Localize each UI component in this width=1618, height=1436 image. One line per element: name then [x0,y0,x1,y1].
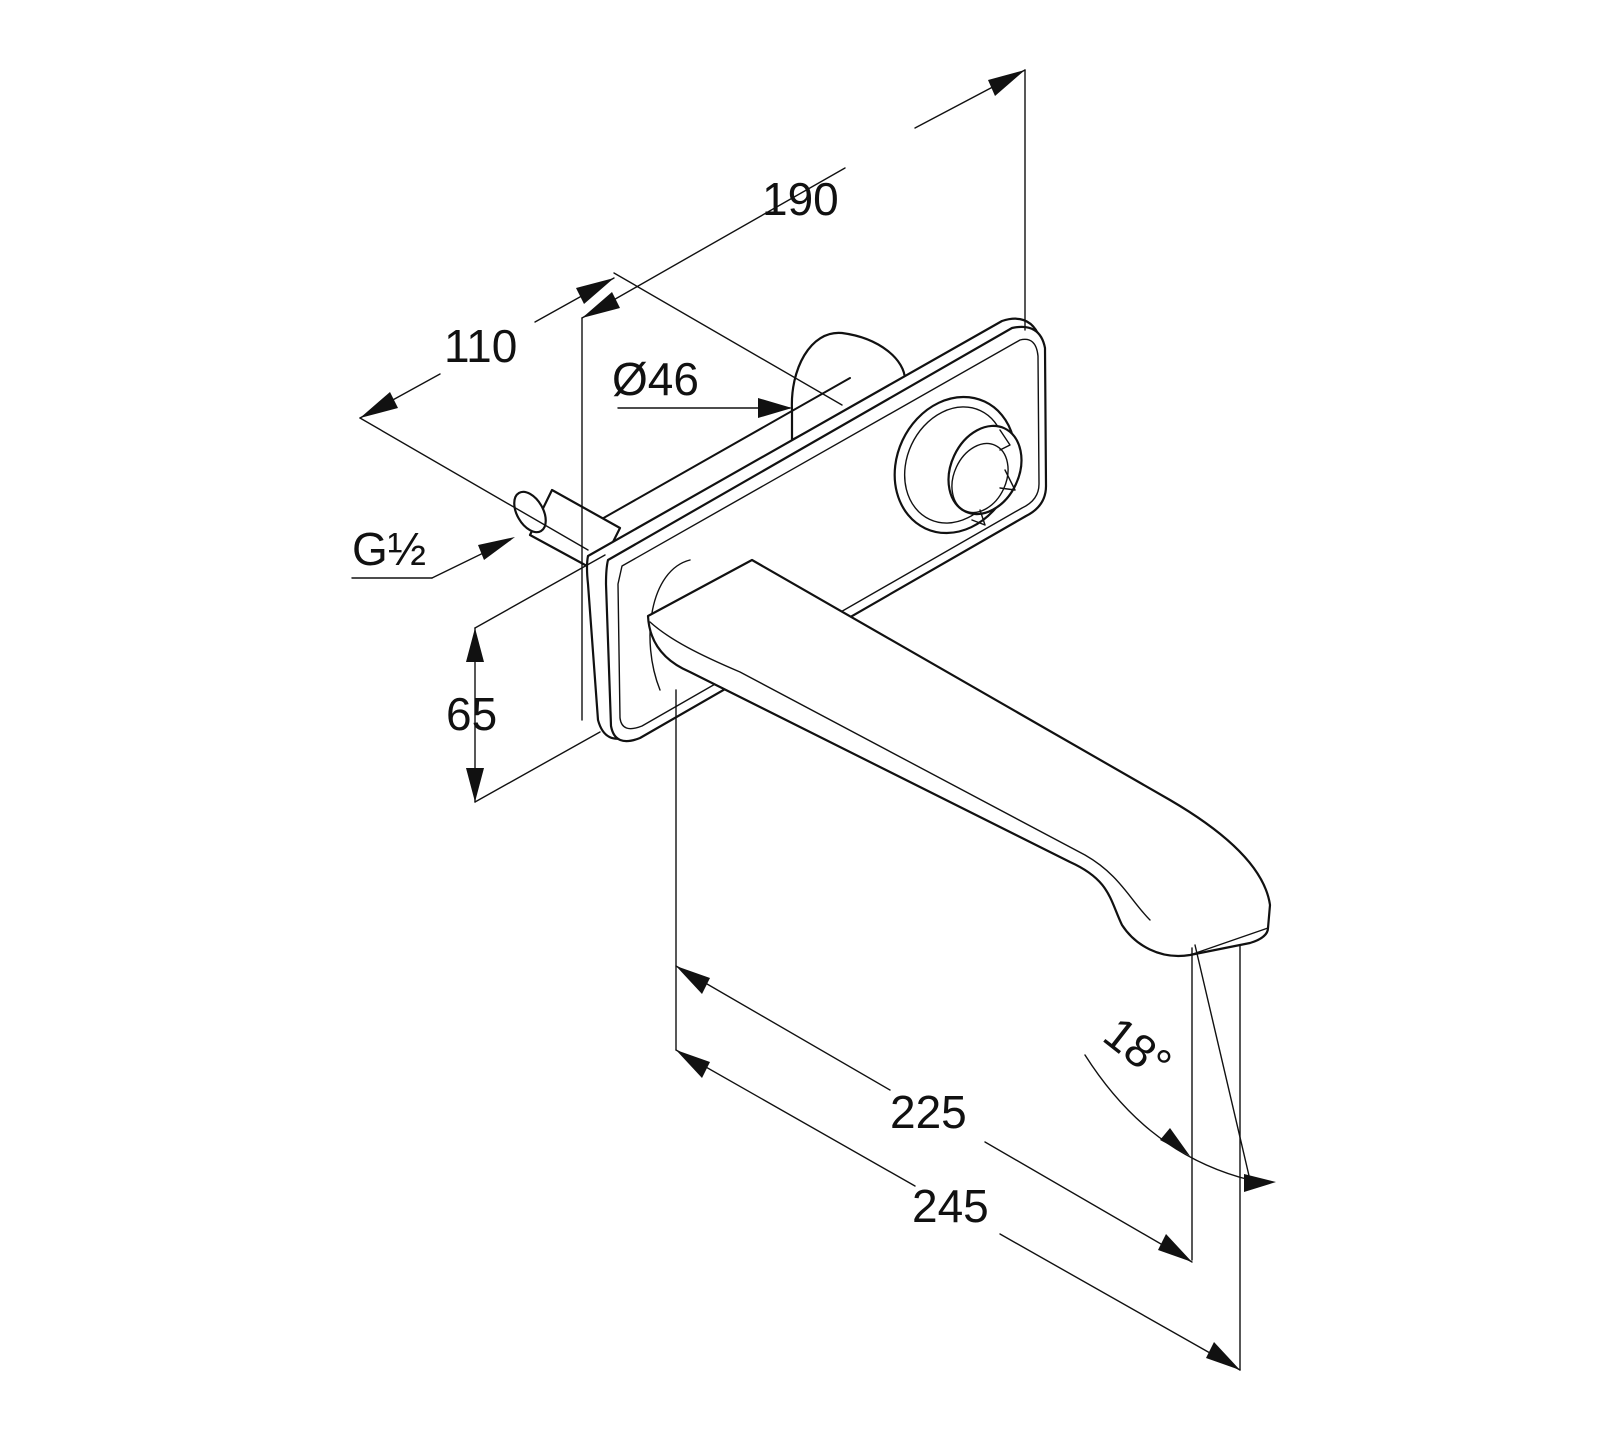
label-245: 245 [912,1180,989,1232]
control-knob [893,395,1023,535]
label-diameter-46: Ø46 [612,353,699,405]
rough-in-body [599,331,907,521]
spout [646,558,1272,958]
dimension-lines [351,69,1276,1371]
label-65: 65 [446,688,497,740]
label-angle-18: 18° [1094,1006,1181,1090]
label-190: 190 [762,173,839,225]
label-225: 225 [890,1086,967,1138]
label-thread-g-half: G½ [352,523,426,575]
label-110: 110 [444,320,517,372]
